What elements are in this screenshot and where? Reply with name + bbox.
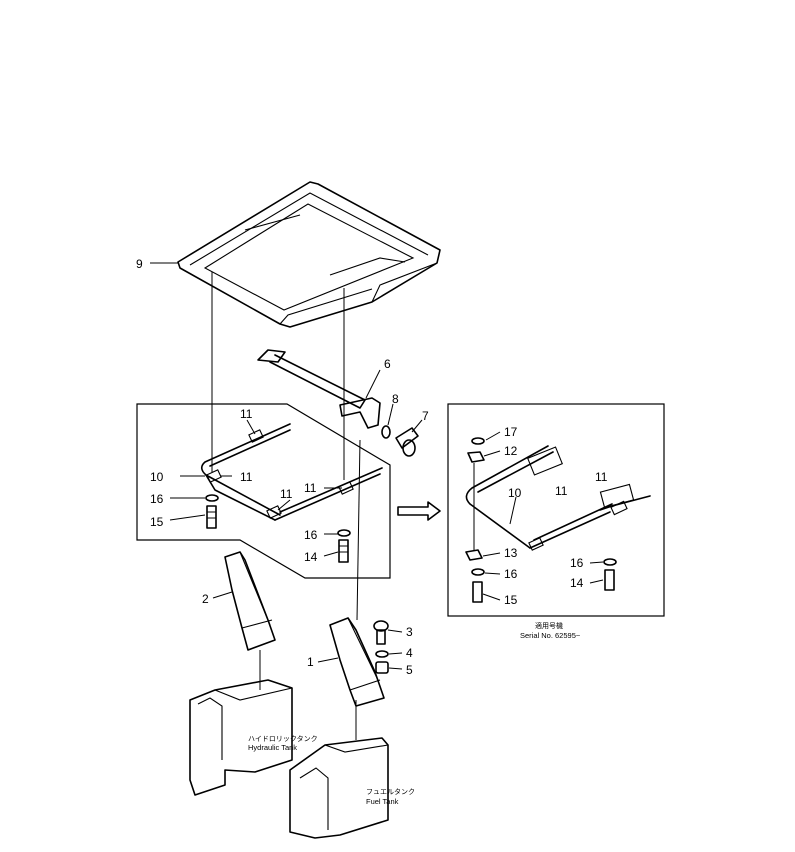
callout-16-d: 16 <box>570 556 584 570</box>
leader-lines <box>150 262 604 670</box>
callout-7: 7 <box>422 409 429 423</box>
label-tag-11-right-a <box>527 446 563 476</box>
support-bar-part-6 <box>257 349 381 429</box>
fuel-tank-label-jp: フュエルタンク <box>366 787 415 796</box>
washer-part-16-left <box>205 494 219 502</box>
callout-15-a: 15 <box>150 515 164 529</box>
tube-part-10 <box>200 423 383 521</box>
bracket-part-2 <box>224 551 276 651</box>
fuel-tank <box>289 737 389 839</box>
callout-13: 13 <box>504 546 518 560</box>
callout-5: 5 <box>406 663 413 677</box>
serial-label-jp: 適用号機 <box>535 621 563 630</box>
callout-16-c: 16 <box>504 567 518 581</box>
callout-16-a: 16 <box>150 492 164 506</box>
fuel-tank-label-en: Fuel Tank <box>366 797 399 806</box>
bolt-part-14-right <box>604 569 615 591</box>
callout-10: 10 <box>150 470 164 484</box>
washer-part-4 <box>375 650 389 658</box>
washer-part-16-right-a <box>471 568 485 576</box>
callout-14-a: 14 <box>304 550 318 564</box>
callout-9: 9 <box>136 257 143 271</box>
callout-labels: 9 6 8 7 11 11 11 11 10 16 15 16 14 2 1 3… <box>136 257 608 677</box>
nut-part-5 <box>375 661 389 674</box>
hydraulic-tank-label-jp: ハイドロリックタンク <box>248 734 318 743</box>
callout-11-f: 11 <box>595 470 608 484</box>
bolt-part-3 <box>373 620 389 645</box>
callout-11-b: 11 <box>240 470 253 484</box>
washer-part-16-mid <box>337 529 351 537</box>
callout-10-new: 10 <box>508 486 522 500</box>
plate-part-13 <box>465 549 483 561</box>
callout-6: 6 <box>384 357 391 371</box>
callout-12: 12 <box>504 444 518 458</box>
detail-frame-left <box>136 403 391 579</box>
plate-part-12 <box>467 451 485 463</box>
washer-part-16-right-b <box>603 558 617 566</box>
arrow-icon <box>397 501 441 521</box>
callout-4: 4 <box>406 646 413 660</box>
callout-17: 17 <box>504 425 518 439</box>
bolt-part-15-left <box>206 505 217 529</box>
label-tag-11-right-b <box>599 483 635 509</box>
callout-15-b: 15 <box>504 593 518 607</box>
callout-11-d: 11 <box>304 481 317 495</box>
bolt-part-7 <box>395 427 419 457</box>
bolt-part-15-right <box>472 581 483 603</box>
floor-frame-part-9 <box>177 181 441 328</box>
callout-16-b: 16 <box>304 528 318 542</box>
tube-part-10-new <box>465 445 651 551</box>
callout-3: 3 <box>406 625 413 639</box>
hydraulic-tank-label-en: Hydraulic Tank <box>248 743 297 752</box>
bolt-part-14-mid <box>338 539 349 563</box>
callout-11-c: 11 <box>280 487 293 501</box>
washer-part-17 <box>471 437 485 445</box>
hydraulic-tank <box>189 679 293 796</box>
tank-labels: ハイドロリックタンク Hydraulic Tank フュエルタンク Fuel T… <box>248 621 581 806</box>
callout-11-e: 11 <box>555 484 568 498</box>
callout-2: 2 <box>202 592 209 606</box>
callout-1: 1 <box>307 655 314 669</box>
alignment-lines <box>211 272 361 740</box>
callout-14-b: 14 <box>570 576 584 590</box>
detail-frame-right <box>447 403 665 617</box>
callout-8: 8 <box>392 392 399 406</box>
bracket-part-1 <box>329 617 385 707</box>
callout-11-a: 11 <box>240 407 253 421</box>
serial-label-en: Serial No. 62595~ <box>520 631 581 640</box>
washer-part-8 <box>381 425 391 439</box>
